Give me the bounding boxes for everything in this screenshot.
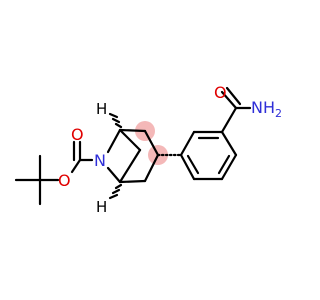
bond-n-c5 bbox=[106, 166, 122, 184]
atom-o-amide: O bbox=[214, 83, 227, 102]
bond-n-c1 bbox=[106, 128, 122, 154]
stereo-hash-top bbox=[108, 112, 123, 129]
atom-n-amide-main: NH bbox=[251, 98, 275, 117]
bond-c1-bridge bbox=[118, 128, 142, 152]
stereo-hash-bottom bbox=[108, 183, 123, 200]
bond-o-c bbox=[70, 158, 82, 174]
carbamate-group bbox=[70, 140, 94, 174]
structure-canvas: O O N H H O NH2 bbox=[14, 83, 282, 216]
bond-c4-c5 bbox=[118, 179, 147, 184]
benzene-ring bbox=[179, 130, 238, 181]
bicyclic-core bbox=[106, 112, 160, 200]
amide-group bbox=[220, 86, 252, 134]
bond-c-o-b bbox=[225, 86, 242, 106]
atom-h-top: H bbox=[96, 100, 107, 118]
atom-o-ester: O bbox=[58, 171, 71, 190]
tert-butyl-group bbox=[14, 154, 60, 206]
bond-c3-c4 bbox=[143, 153, 160, 183]
bond-bridge-c5 bbox=[118, 148, 142, 184]
bond-c-o-a bbox=[220, 90, 238, 110]
bond-c1-c2 bbox=[118, 128, 147, 133]
atom-o-carbonyl: O bbox=[71, 125, 84, 144]
molecule-structure: O O N H H O NH2 bbox=[14, 83, 282, 216]
atom-n-amide: NH2 bbox=[251, 98, 282, 120]
atom-n-bridge: N bbox=[94, 151, 106, 170]
atom-n-amide-subscript: 2 bbox=[275, 107, 282, 120]
bond-ring-c bbox=[220, 106, 238, 134]
bond-c2-c3 bbox=[143, 129, 160, 157]
atom-h-bottom: H bbox=[96, 198, 107, 216]
